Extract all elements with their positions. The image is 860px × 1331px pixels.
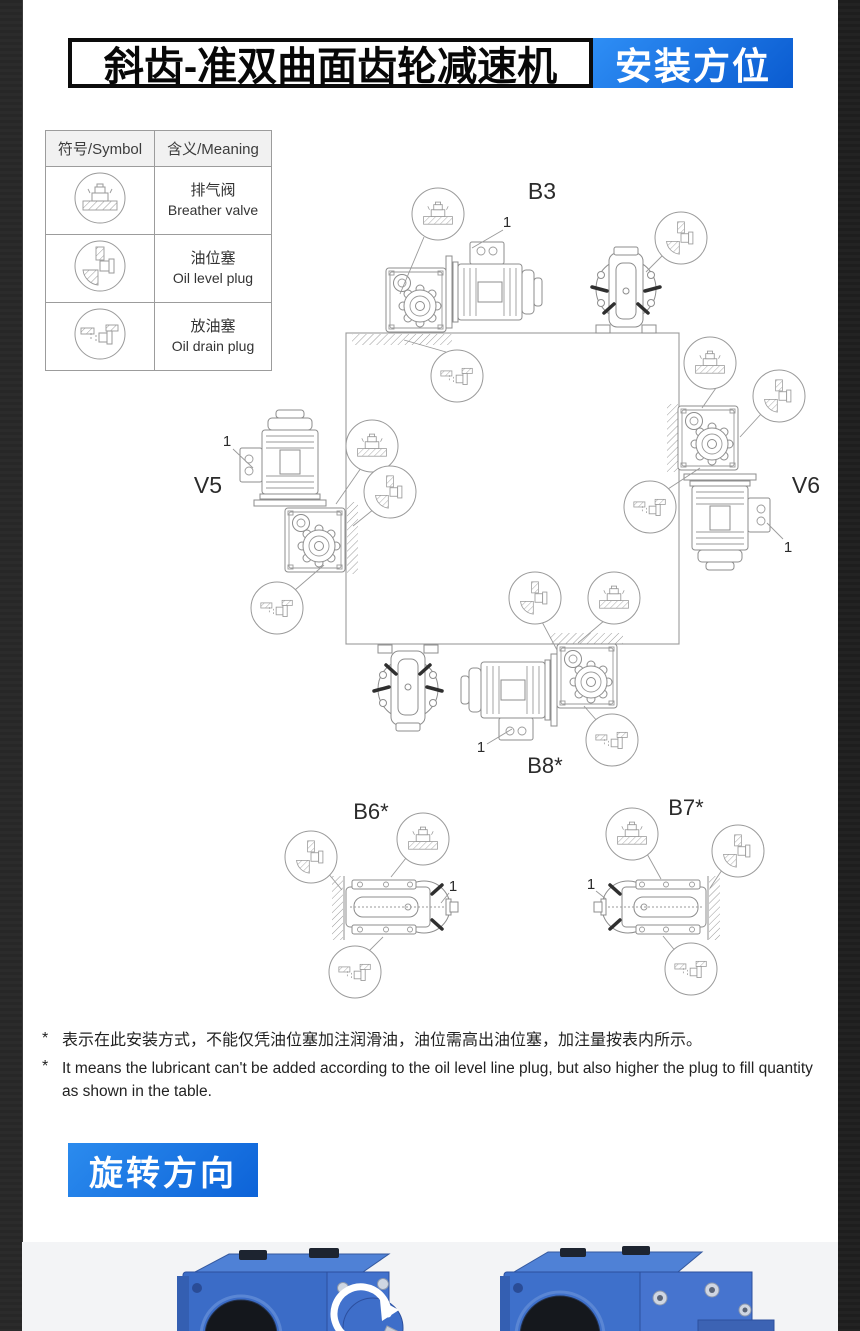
breather-callout [588,572,640,624]
legend-row-breather: 排气阀 Breather valve [45,166,272,235]
mounting-position-diagram: B3 1 V5 1 V6 [194,178,820,1020]
legend-cn: 放油塞 [190,317,236,335]
product-photo-strip [22,1242,838,1331]
label-b8: B8* [527,753,563,778]
unit-v6: V6 1 [624,337,820,571]
rotation-direction-banner: 旋转方向 [68,1143,258,1197]
oil-level-callout [364,466,416,518]
unit-b6: B6* 1 [285,799,460,998]
oil-level-callout [509,572,561,624]
motor-ref-1: 1 [587,876,595,893]
oil-level-callout [655,212,707,264]
oil-level-callout [712,825,764,877]
symbol-legend-table: 符号/Symbol 含义/Meaning 排气阀 Breather valve … [45,130,272,371]
breather-callout [346,420,398,472]
drain-callout [665,943,717,995]
breather-callout [412,188,464,240]
legend-en: Oil level plug [172,270,254,287]
drain-callout [329,946,381,998]
unit-b8: B8* 1 [372,572,640,778]
footnotes: * 表示在此安装方式，不能仅凭油位塞加注润滑油，油位需高出油位塞，加注量按表内所… [42,1030,824,1109]
legend-row-oil-level: 油位塞 Oil level plug [45,234,272,303]
drain-callout [586,714,638,766]
breather-valve-icon [74,172,126,224]
unit-v5: V5 1 [194,409,416,634]
rotation-arrow [330,1283,392,1331]
drain-callout [624,481,676,533]
oil-drain-plug-icon [74,308,126,360]
legend-en: Breather valve [167,202,259,219]
motor-ref-1: 1 [223,433,231,450]
unit-b3: B3 1 [385,178,707,402]
footnote-marker: * [42,1030,49,1047]
right-dark-border [838,0,860,1331]
label-v5: V5 [194,472,222,498]
label-b6: B6* [353,799,389,824]
motor-ref-1: 1 [784,539,792,556]
oil-level-plug-icon [74,240,126,292]
legend-en: Oil drain plug [171,338,255,355]
unit-b7: B7* 1 [587,795,764,995]
base-frame [345,332,680,645]
legend-header-meaning: 含义/Meaning [154,130,272,167]
gear-reducer-photo-left [177,1248,404,1331]
motor-ref-1: 1 [503,214,511,231]
legend-row-oil-drain: 放油塞 Oil drain plug [45,302,272,371]
oil-level-callout [285,831,337,883]
footnote-cn-text: 表示在此安装方式，不能仅凭油位塞加注润滑油，油位需高出油位塞，加注量按表内所示。 [62,1032,703,1049]
breather-callout [397,813,449,865]
label-v6: V6 [792,472,820,498]
section-tag-mounting-position: 安装方位 [593,38,793,88]
footnote-en-text: It means the lubricant can't be added ac… [62,1060,813,1100]
oil-level-callout [753,370,805,422]
legend-cn: 油位塞 [190,249,236,267]
label-b3: B3 [528,178,556,204]
label-b7: B7* [668,795,704,820]
breather-callout [684,337,736,389]
footnote-cn: * 表示在此安装方式，不能仅凭油位塞加注润滑油，油位需高出油位塞，加注量按表内所… [42,1030,824,1052]
page-title: 斜齿-准双曲面齿轮减速机 [68,38,593,89]
left-dark-border [0,0,23,1331]
motor-ref-1: 1 [477,739,485,756]
legend-cn: 排气阀 [190,181,236,199]
footnote-en: * It means the lubricant can't be added … [42,1058,824,1103]
drain-callout [251,582,303,634]
gear-reducer-photos [177,1246,775,1331]
gear-reducer-photo-right [500,1246,775,1331]
breather-callout [606,808,658,860]
motor-ref-1: 1 [449,878,457,895]
drain-callout [431,350,483,402]
footnote-marker: * [42,1058,49,1076]
